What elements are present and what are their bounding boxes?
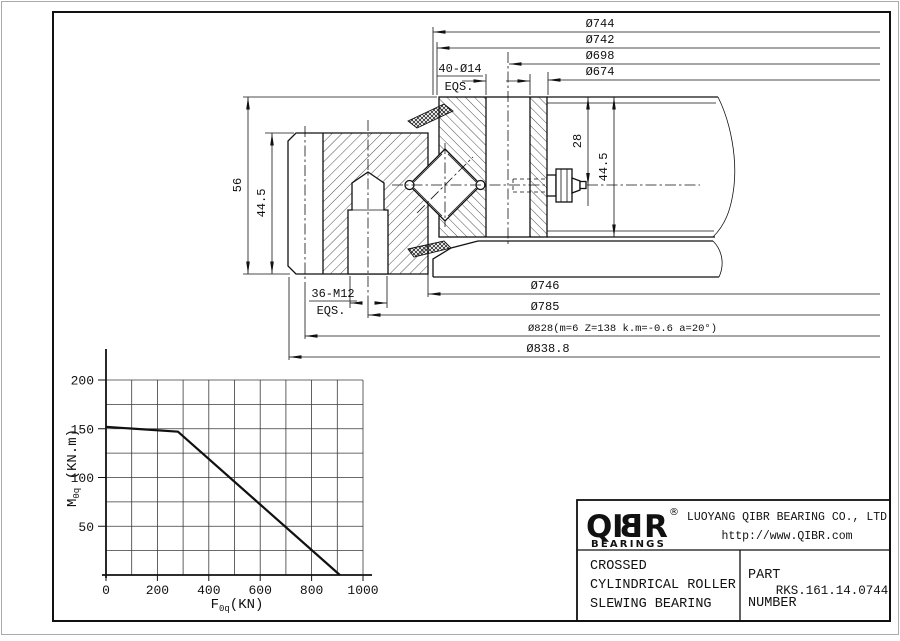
chart-curve-static-limit-load-curve bbox=[105, 425, 341, 576]
dim-label-828: Ø828(m=6 Z=138 k.m=-0.6 a=20°) bbox=[528, 323, 717, 335]
dim-label-445-left: 44.5 bbox=[255, 189, 269, 218]
dim-label-698: Ø698 bbox=[586, 49, 615, 63]
dim-label-28: 28 bbox=[571, 134, 585, 148]
break-line-upper bbox=[712, 96, 736, 238]
roller-edge-line-1 bbox=[413, 153, 443, 183]
grease-fitting-base bbox=[546, 174, 557, 197]
bearing-section-drawing bbox=[287, 52, 736, 300]
inner-ring-outline bbox=[287, 132, 429, 275]
logo-letter-b-mirrored: B bbox=[619, 509, 643, 545]
seal-bottom bbox=[407, 240, 452, 258]
dim-40-phi14: 40-Ø14 EQS. bbox=[437, 62, 531, 95]
title-block-border bbox=[576, 499, 891, 622]
dim-label-785: Ø785 bbox=[531, 300, 560, 314]
chart-y-tick-label: 200 bbox=[71, 374, 94, 389]
dim-label-56: 56 bbox=[231, 178, 245, 192]
chart-x-tick-label: 600 bbox=[248, 583, 271, 598]
dim-label-36m12: 36-M12 bbox=[311, 287, 354, 301]
seal-top bbox=[407, 103, 454, 129]
logo-registered-mark: ® bbox=[669, 507, 679, 518]
gear-band-slant bbox=[450, 240, 479, 249]
chart-x-tick-label: 800 bbox=[300, 583, 323, 598]
dim-label-8388: Ø838.8 bbox=[526, 342, 569, 356]
product-type-line1: CROSSED bbox=[590, 559, 647, 574]
dim-36-m12: 36-M12 EQS. bbox=[309, 276, 388, 318]
chart-y-axis-title: M0q (KN.m) bbox=[65, 429, 82, 507]
outer-ring-hatch-right bbox=[530, 97, 547, 237]
chart-x-tick-label: 0 bbox=[102, 583, 110, 598]
grease-fitting bbox=[512, 168, 587, 203]
dim-label-744: Ø744 bbox=[586, 17, 615, 31]
chart-x-axis-title: F0q(KN) bbox=[211, 597, 264, 614]
grease-fitting-cone bbox=[571, 177, 581, 194]
logo-bearings-text: BEARINGS bbox=[591, 539, 666, 550]
part-label-line1: PART bbox=[748, 568, 780, 583]
logo-letter-q: Q bbox=[586, 509, 612, 545]
product-type-line2: CYLINDRICAL ROLLER bbox=[590, 578, 736, 593]
logo-letter-i: I bbox=[612, 509, 624, 545]
chart-x-tick-label: 1000 bbox=[347, 583, 378, 598]
break-line-lower bbox=[712, 240, 723, 278]
qibr-logo: Q I B R ® BEARINGS bbox=[586, 507, 679, 550]
dim-label-746: Ø746 bbox=[531, 279, 560, 293]
dim-label-36m12-eqs: EQS. bbox=[317, 304, 346, 318]
chart-plot-area: 50 100 150 200 0 200 400 600 800 1000 bbox=[71, 374, 379, 599]
part-label-line2: NUMBER bbox=[748, 596, 797, 611]
part-number: RKS.161.14.0744 bbox=[776, 584, 889, 598]
company-name: LUOYANG QIBR BEARING CO., LTD bbox=[687, 511, 887, 524]
grease-fitting-tip bbox=[579, 180, 587, 190]
product-type-line3: SLEWING BEARING bbox=[590, 597, 712, 612]
roller-edge-line-2 bbox=[447, 187, 477, 217]
inner-border bbox=[52, 11, 891, 622]
dim-label-445-right: 44.5 bbox=[597, 153, 611, 182]
dim-label-40phi14-eqs: EQS. bbox=[445, 80, 474, 94]
title-block: Q I B R ® BEARINGS LUOYANG QIBR BEARING … bbox=[576, 499, 891, 622]
dim-label-742: Ø742 bbox=[586, 33, 615, 47]
dim-label-674: Ø674 bbox=[586, 65, 615, 79]
dim-label-40phi14: 40-Ø14 bbox=[438, 62, 481, 76]
company-website: http://www.QIBR.com bbox=[721, 530, 852, 543]
gear-band-left-edge bbox=[432, 247, 452, 277]
logo-letter-r: R bbox=[644, 509, 668, 545]
chart-x-tick-label: 400 bbox=[197, 583, 220, 598]
dimension-annotations: Ø744 Ø742 Ø698 Ø674 40-Ø14 EQS. 56 44.5 bbox=[231, 17, 880, 360]
chart-y-tick-label: 100 bbox=[71, 471, 94, 486]
chart-y-tick-label: 150 bbox=[71, 422, 94, 437]
grease-fitting-hex bbox=[555, 168, 573, 203]
chart-y-tick-label: 50 bbox=[78, 520, 94, 535]
chart-x-tick-label: 200 bbox=[146, 583, 169, 598]
